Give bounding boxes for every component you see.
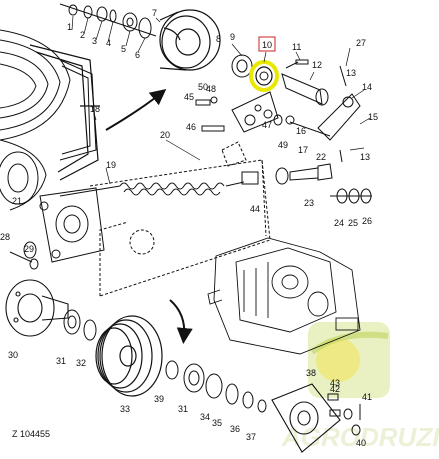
callout-28: 28 [0,232,10,242]
callout-17: 17 [298,145,308,155]
flow-arrows [105,89,193,344]
pulley-8 [159,9,221,71]
callout-4: 4 [106,38,111,48]
callout-20: 20 [160,130,170,140]
bolts-40-43 [327,393,361,436]
callout-7: 7 [152,8,157,18]
callout-46: 46 [186,122,196,132]
callout-10: 10 [262,40,272,50]
callout-23: 23 [304,198,314,208]
callout-24: 24 [334,218,344,228]
callout-39: 39 [154,394,164,404]
callout-34: 34 [200,412,210,422]
v-belt [29,44,100,181]
callout-40: 40 [356,438,366,448]
callout-32: 32 [76,358,86,368]
callout-35: 35 [212,418,222,428]
callout-18: 18 [90,104,100,114]
drive-pulley-33 [95,315,163,397]
adjuster-bolt [241,163,333,185]
figure-code: Z 104455 [12,429,50,439]
callout-25: 25 [348,218,358,228]
callout-48: 48 [206,84,216,94]
callout-50: 50 [198,82,208,92]
callout-1: 1 [67,22,72,32]
engine-pulley-assembly [0,29,97,211]
callout-49: 49 [278,140,288,150]
callout-44: 44 [250,204,260,214]
tension-springs [59,181,245,197]
mounting-bracket-dashed [89,141,271,297]
callout-41: 41 [362,392,372,402]
part-10-highlight-box [258,36,276,52]
callout-3: 3 [92,36,97,46]
bearing-10-highlighted [249,60,279,92]
callout-31-right: 31 [178,404,188,414]
callout-12: 12 [312,60,322,70]
bearing-stack-right [165,360,267,413]
callout-11: 11 [292,42,301,52]
shaft-12 [281,59,329,106]
flange-38 [271,383,341,453]
callout-26: 26 [362,216,372,226]
callout-13-bottom: 13 [360,152,370,162]
callout-33: 33 [120,404,130,414]
callout-2: 2 [80,30,85,40]
callout-6: 6 [135,50,140,60]
flange-mount-21 [23,187,105,263]
callout-9: 9 [230,32,235,42]
drive-hub-30 [5,279,69,337]
bearing-9 [231,54,253,78]
parts-1-to-7 [59,3,157,39]
bearings-31-32 [63,309,97,341]
callout-37: 37 [246,432,256,442]
callout-31-left: 31 [56,356,66,366]
callout-labels: 1 2 3 4 5 6 7 8 9 10 11 12 13 13 14 15 1… [0,8,378,448]
callout-29: 29 [24,244,34,254]
callout-38: 38 [306,368,316,378]
hydraulic-pump [207,237,361,355]
callout-5: 5 [121,44,126,54]
callout-21: 21 [12,196,22,206]
callout-16: 16 [296,126,306,136]
callout-36: 36 [230,424,240,434]
nuts-24-26 [330,188,372,204]
callout-15: 15 [368,112,378,122]
leader-lines [71,15,371,185]
callout-43: 43 [330,378,340,388]
callout-8: 8 [216,34,221,44]
callout-14: 14 [362,82,372,92]
callout-47: 47 [262,120,272,130]
callout-19: 19 [106,160,116,170]
bolt-28-29 [9,251,39,270]
callout-22: 22 [316,152,326,162]
bolts-45-50 [195,96,283,132]
callout-13-top: 13 [346,68,356,78]
callout-42: 42 [330,384,340,394]
callout-27: 27 [356,38,366,48]
tensioner-arm [231,65,361,163]
callout-45: 45 [184,92,194,102]
callout-30: 30 [8,350,18,360]
